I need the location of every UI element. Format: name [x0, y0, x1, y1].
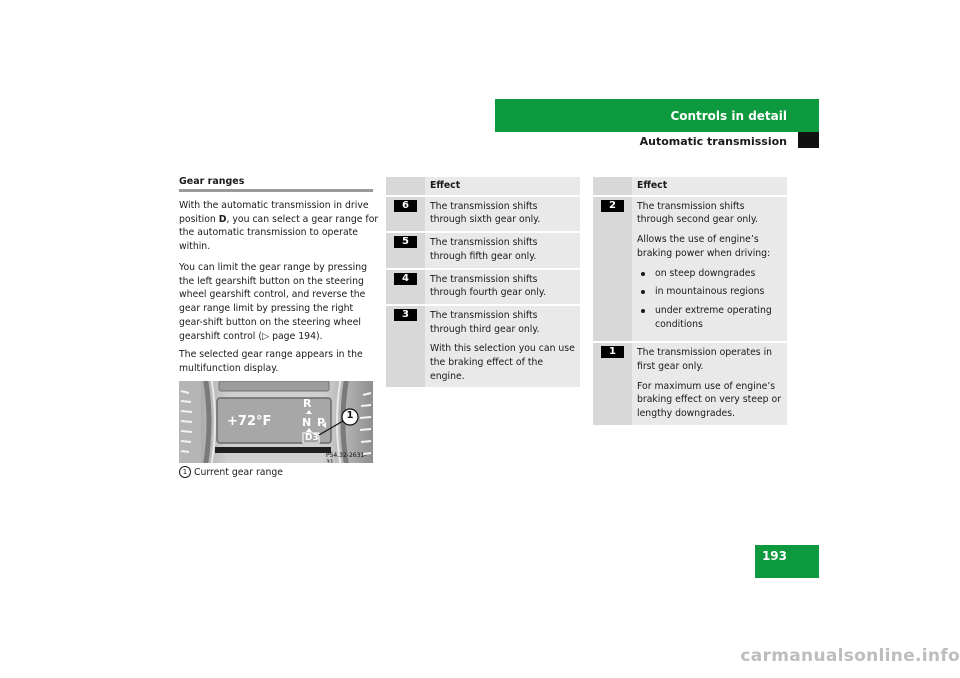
- drive-position-d: D: [218, 213, 227, 225]
- intro-text-1: With the automatic transmission in drive…: [179, 200, 369, 225]
- gear-key-5: 5: [394, 236, 417, 249]
- effect-text: For maximum use of engine’s braking effe…: [637, 380, 782, 420]
- list-item: on steep downgrades: [637, 267, 783, 281]
- heading-rule: [179, 189, 373, 192]
- effect-text: The transmission shifts through second g…: [637, 200, 758, 226]
- condition-list: on steep downgrades in mountainous regio…: [637, 267, 783, 332]
- key-header-cell: [386, 177, 425, 195]
- limit-paragraph: You can limit the gear range by pressing…: [179, 262, 367, 342]
- gear-key-1: 1: [601, 346, 624, 359]
- gear-key-4: 4: [394, 272, 417, 285]
- effect-text: The transmission operates in first gear …: [637, 347, 773, 373]
- table-row: 2 The transmission shifts through second…: [593, 194, 787, 342]
- key-cell: 2: [593, 194, 632, 342]
- gear-key-2: 2: [601, 199, 624, 212]
- effect-text: The transmission shifts through fourth g…: [430, 273, 547, 299]
- gear-key-3: 3: [394, 308, 417, 321]
- gear-range-table-2: Effect 2 The transmission shifts through…: [593, 177, 787, 425]
- site-watermark: carmanualsonline.info: [740, 646, 960, 666]
- effect-cell: The transmission operates in first gear …: [632, 341, 787, 425]
- effect-cell: The transmission shifts through fifth ge…: [425, 231, 580, 268]
- chapter-title: Controls in detail: [670, 108, 787, 123]
- table-header-row: Effect: [593, 177, 787, 195]
- effect-text: The transmission shifts through sixth ge…: [430, 200, 541, 226]
- effect-header: Effect: [425, 177, 580, 195]
- table-row: 1 The transmission operates in first gea…: [593, 341, 787, 425]
- gear-range-table-1: Effect 6 The transmission shifts through…: [386, 177, 580, 388]
- gear-indicator-r: R: [303, 397, 312, 410]
- caption-number: 1: [179, 466, 191, 478]
- effect-text: With this selection you can use the brak…: [430, 343, 575, 382]
- effect-text: The transmission shifts through fifth ge…: [430, 237, 538, 262]
- display-paragraph: The selected gear range appears in the m…: [179, 349, 363, 374]
- effect-cell: The transmission shifts through sixth ge…: [425, 194, 580, 232]
- multifunction-display-figure: +72°F R N P D3 1 P54.32-2631-31: [179, 381, 373, 463]
- list-item: under extreme operating conditions: [637, 304, 783, 331]
- intro-paragraph: With the automatic transmission in drive…: [179, 199, 379, 254]
- table-row: 6 The transmission shifts through sixth …: [386, 194, 580, 232]
- table-row: 4 The transmission shifts through fourth…: [386, 267, 580, 304]
- chapter-title-band: Controls in detail: [495, 99, 819, 132]
- effect-cell: The transmission shifts through second g…: [632, 194, 787, 342]
- figure-code: P54.32-2631-31: [326, 452, 367, 463]
- caption-text: Current gear range: [194, 467, 284, 478]
- key-cell: 3: [386, 303, 425, 388]
- callout-number: 1: [346, 410, 354, 421]
- effect-text: Allows the use of engine’s braking power…: [637, 234, 771, 259]
- key-cell: 4: [386, 267, 425, 304]
- gear-indicator-np: N P: [302, 416, 327, 429]
- gear-ranges-heading: Gear ranges: [179, 176, 245, 187]
- effect-text: The transmission shifts through third ge…: [430, 309, 540, 335]
- outside-temperature: +72°F: [227, 414, 272, 429]
- section-tab-marker: [798, 132, 819, 148]
- effect-cell: The transmission shifts through fourth g…: [425, 267, 580, 304]
- table-row: 5 The transmission shifts through fifth …: [386, 231, 580, 268]
- key-cell: 5: [386, 231, 425, 268]
- gear-key-6: 6: [394, 199, 417, 212]
- section-title: Automatic transmission: [639, 134, 787, 148]
- display-illustration: [179, 381, 373, 463]
- effect-header: Effect: [632, 177, 787, 195]
- list-item: in mountainous regions: [637, 285, 783, 299]
- gear-indicator-d3: D3: [305, 433, 319, 443]
- key-cell: 6: [386, 194, 425, 232]
- key-header-cell: [593, 177, 632, 195]
- key-cell: 1: [593, 341, 632, 425]
- page-number: 193: [755, 545, 819, 578]
- table-row: 3 The transmission shifts through third …: [386, 303, 580, 388]
- table-header-row: Effect: [386, 177, 580, 195]
- intro-text-2: , you can select a gear range for the au…: [179, 213, 379, 253]
- effect-cell: The transmission shifts through third ge…: [425, 303, 580, 388]
